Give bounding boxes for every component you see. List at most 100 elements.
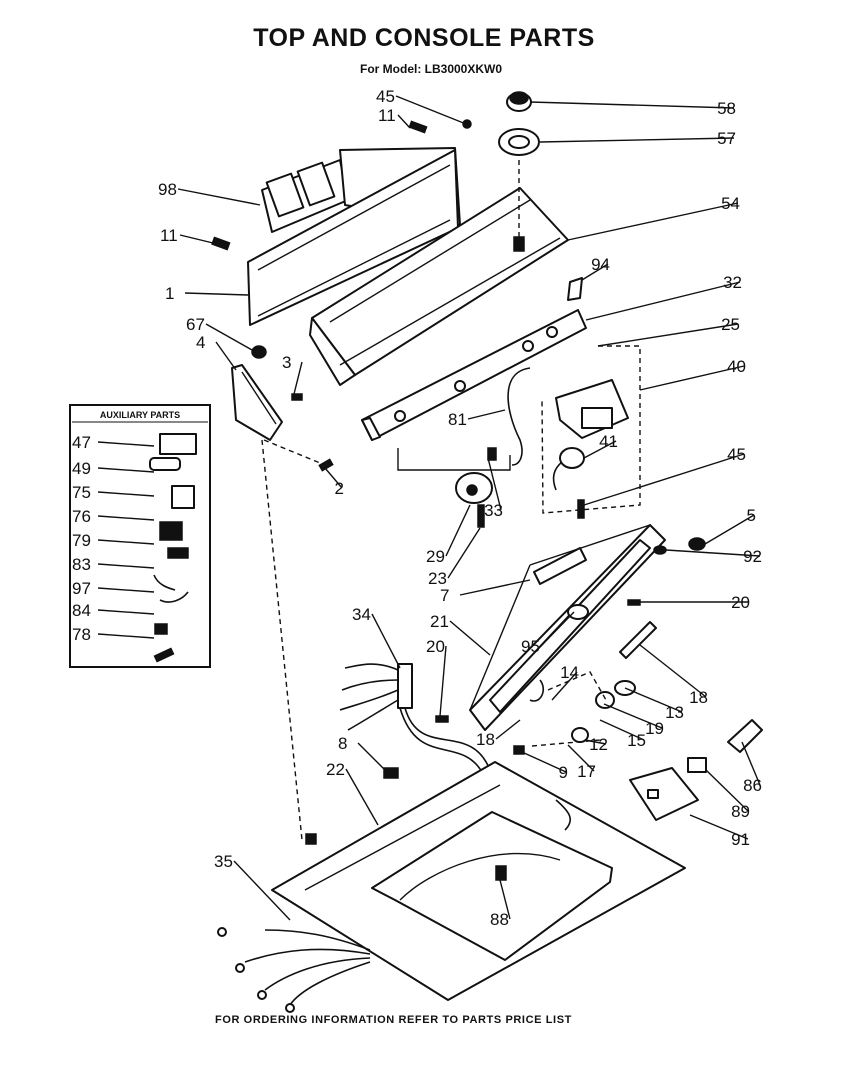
callout-label: 7	[440, 586, 449, 605]
leader-line	[639, 644, 707, 698]
leader-line	[585, 281, 741, 321]
callout-label: 88	[490, 910, 509, 929]
lid-switch-wire	[555, 799, 572, 831]
callout-label: 8	[338, 734, 347, 753]
clip-45-top	[462, 119, 472, 129]
callout-label: 18	[476, 730, 495, 749]
leader-line	[177, 188, 261, 206]
console-end-cap-part	[231, 364, 283, 441]
leader-line	[583, 440, 617, 459]
knob-skirt-part	[498, 128, 540, 156]
callout-label: 11	[378, 106, 396, 125]
callout-label: 32	[723, 273, 742, 292]
callout-label: 15	[627, 731, 646, 750]
leader-line	[467, 409, 506, 420]
callout-label: 41	[599, 432, 618, 451]
callout-label: 25	[721, 315, 740, 334]
leader-line	[603, 703, 663, 729]
leader-line	[371, 613, 401, 669]
screw-20-left	[435, 715, 449, 723]
leader-line	[495, 719, 521, 740]
aux-leader-line	[97, 441, 155, 447]
selector-knob-95	[567, 604, 589, 620]
console-backsplash-part	[309, 187, 569, 386]
leader-line	[704, 514, 755, 545]
timer-shaft	[513, 236, 525, 252]
leader-line	[567, 744, 595, 772]
leader-line	[205, 323, 253, 351]
aux-part-number: 84	[72, 601, 91, 620]
wire-clip-94	[567, 277, 583, 301]
model-subtitle: For Model: LB3000XKW0	[360, 62, 503, 76]
aux-leader-line	[97, 467, 155, 473]
callout-label: 18	[689, 688, 708, 707]
leader-line	[357, 742, 386, 771]
timer-knob-part	[506, 91, 532, 112]
callout-label: 81	[448, 410, 467, 429]
leader-line	[665, 549, 761, 557]
callout-label: 13	[665, 703, 684, 722]
callout-label: 98	[158, 180, 177, 199]
leader-line	[324, 467, 343, 489]
leader-line	[487, 457, 502, 511]
aux-leader-line	[97, 539, 155, 545]
leader-line	[597, 323, 739, 347]
callout-label: 3	[282, 353, 291, 372]
aux-part-number: 79	[72, 531, 91, 550]
callout-label: 45	[376, 87, 395, 106]
callout-label: 35	[214, 852, 233, 871]
clip-92	[653, 545, 667, 555]
leader-line	[529, 101, 735, 109]
end-cap-screw	[251, 345, 334, 472]
aux-leader-line	[97, 587, 155, 593]
callout-label: 1	[165, 284, 174, 303]
callout-label: 2	[335, 479, 344, 498]
timer-harness	[507, 367, 531, 466]
clip-8	[383, 767, 399, 779]
ordering-footer: FOR ORDERING INFORMATION REFER TO PARTS …	[215, 1014, 572, 1026]
aux-part-number: 47	[72, 433, 91, 452]
top-panel-22	[271, 761, 686, 1001]
callout-label: 94	[591, 255, 610, 274]
leader-line	[445, 504, 471, 557]
screw-88	[495, 865, 507, 881]
leader-line	[293, 361, 303, 395]
leader-line	[179, 234, 214, 244]
callout-label: 58	[717, 99, 736, 118]
callout-label: 89	[731, 802, 750, 821]
leader-line	[439, 645, 447, 717]
callout-label: 23	[428, 569, 447, 588]
callout-label: 34	[352, 605, 371, 624]
callout-label: 45	[727, 445, 746, 464]
leader-line	[521, 751, 567, 773]
leader-line	[449, 620, 491, 656]
leader-line	[581, 263, 609, 281]
leader-line	[583, 453, 745, 506]
clip-9-left	[305, 833, 317, 845]
leader-line	[567, 202, 739, 241]
aux-part-number: 78	[72, 625, 91, 644]
control-panel-frame-part	[469, 524, 666, 731]
leader-line	[447, 527, 481, 579]
screw-20-right	[627, 599, 641, 606]
callout-label: 92	[743, 547, 762, 566]
aux-part-number: 83	[72, 555, 91, 574]
callout-label: 21	[430, 612, 449, 631]
aux-part-number: 76	[72, 507, 91, 526]
leader-line	[584, 739, 607, 745]
leader-line	[539, 137, 735, 143]
screw-33	[487, 447, 497, 461]
callout-leaders	[177, 95, 761, 921]
leader-line	[345, 768, 379, 826]
timer-motor-part	[552, 447, 585, 491]
callout-label: 11	[160, 226, 178, 245]
callout-label: 9	[559, 763, 568, 782]
front-harness-35	[217, 927, 371, 1013]
aux-leader-line	[97, 515, 155, 521]
callout-label: 40	[727, 357, 746, 376]
control-panel-lens-7	[533, 547, 587, 585]
leader-line	[624, 687, 683, 713]
leader-line	[551, 671, 578, 701]
